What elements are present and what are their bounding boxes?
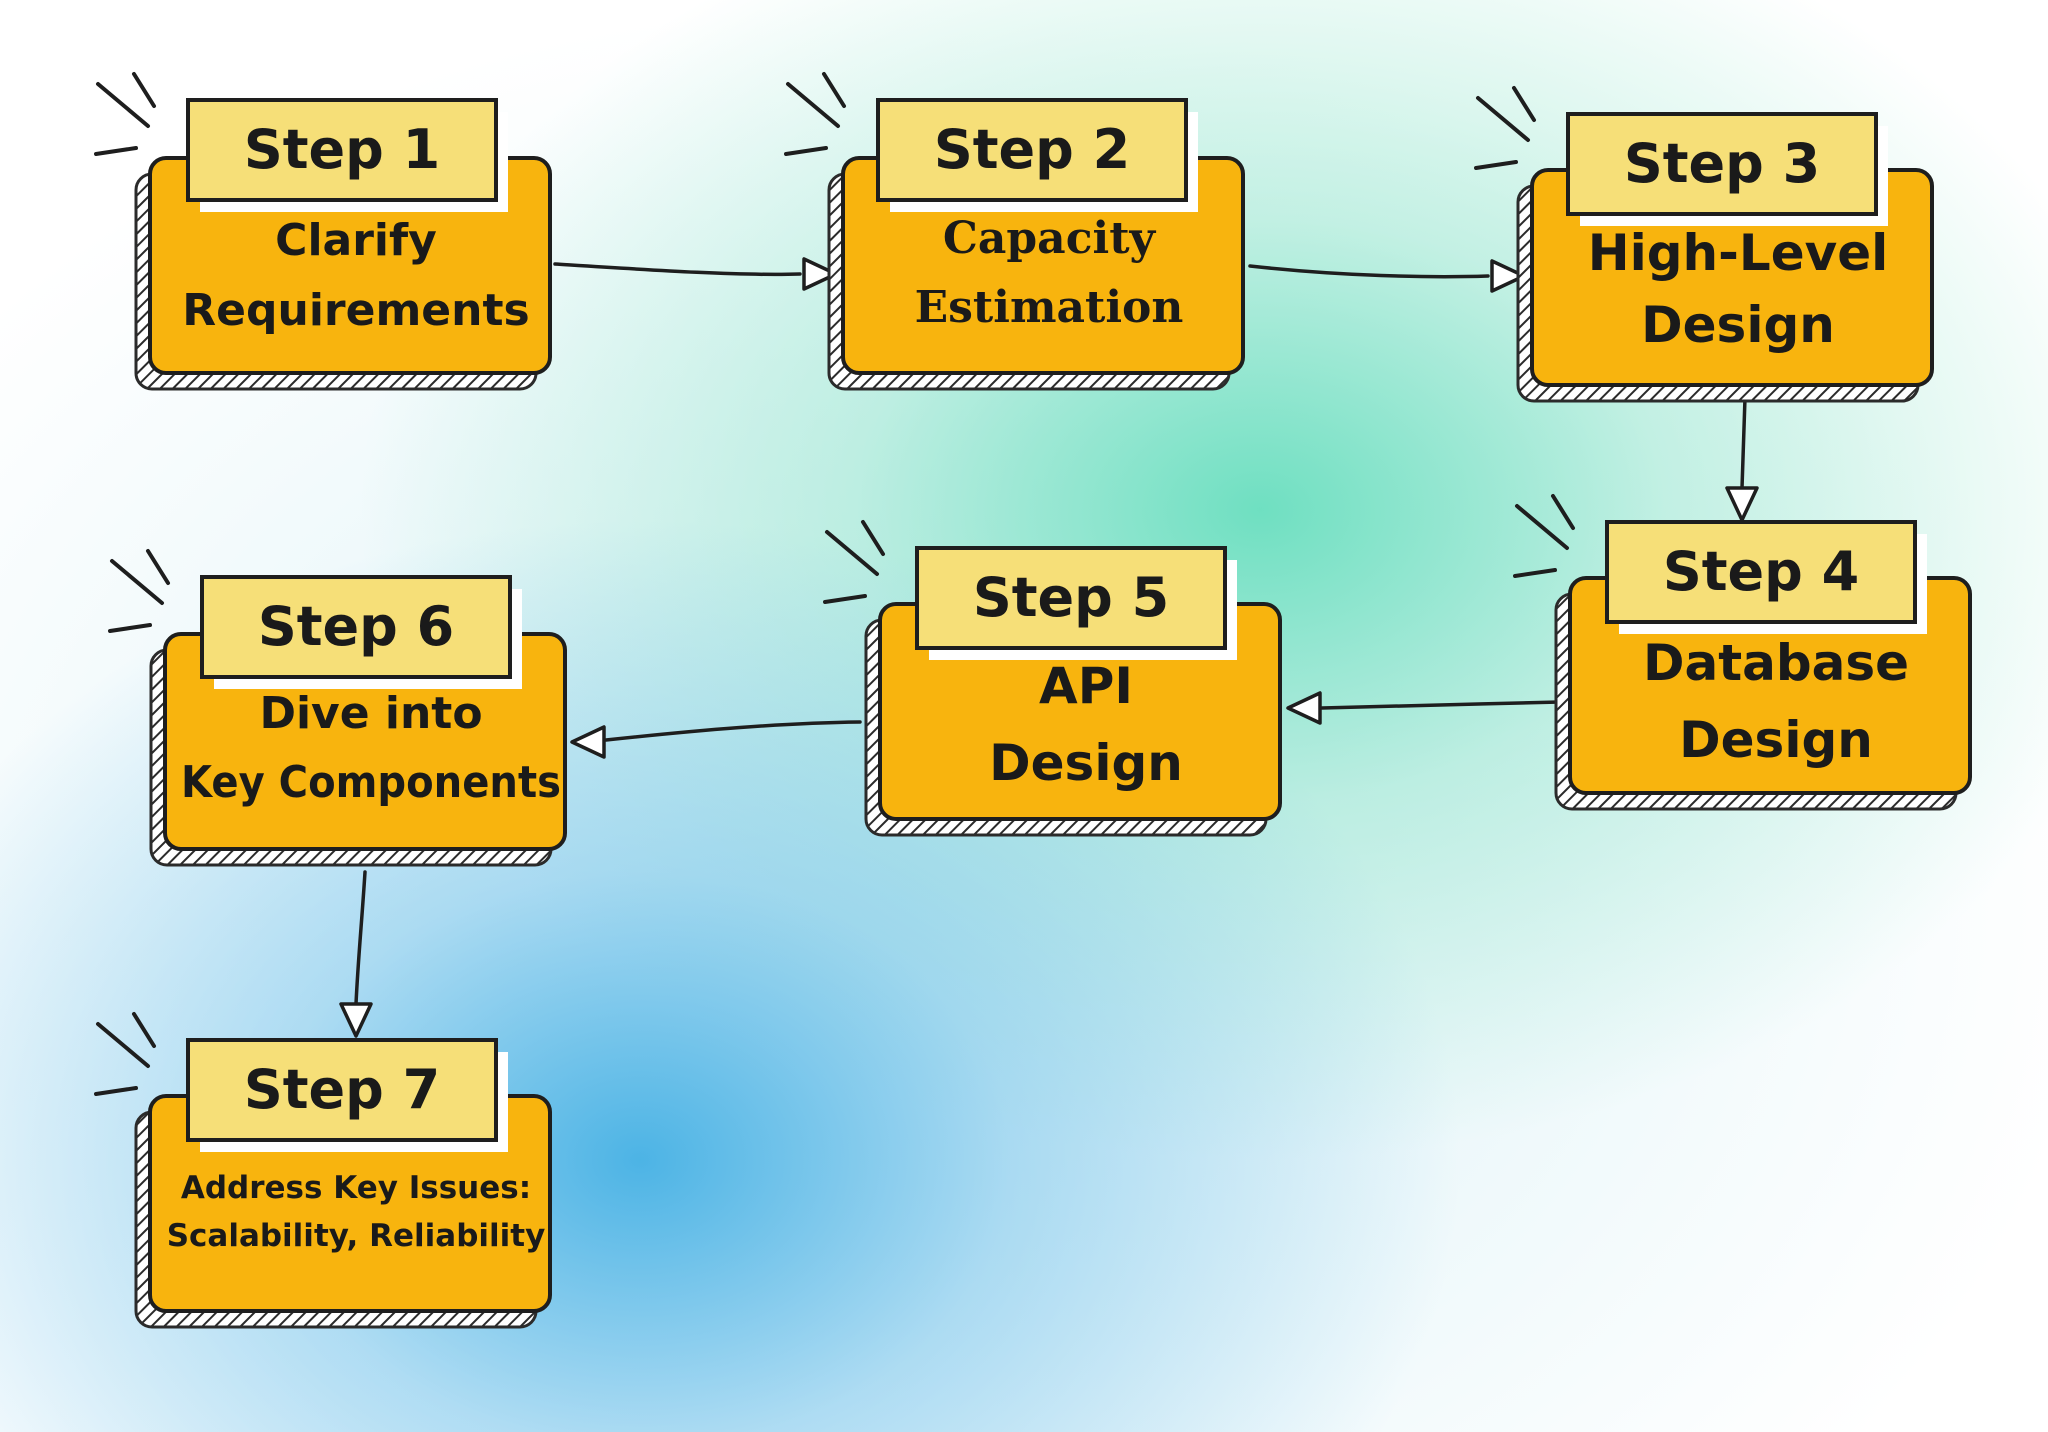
step-label-box	[915, 546, 1227, 650]
step-description-line: High-Level	[1588, 224, 1889, 282]
emphasis-marks-icon	[823, 520, 885, 604]
step-5-node: Step 5 API Design	[823, 520, 1282, 837]
connector-step-2-to-step-3	[1248, 259, 1526, 293]
step-label: Step 1	[244, 118, 440, 181]
arrowhead-icon	[339, 1002, 373, 1038]
step-label: Step 5	[973, 566, 1169, 629]
step-description-line: Design	[1641, 296, 1835, 354]
step-description-line: Scalability, Reliability	[167, 1218, 546, 1254]
step-label: Step 2	[934, 118, 1130, 181]
connector-step-5-to-step-6	[570, 720, 862, 759]
arrowhead-icon	[1725, 486, 1759, 522]
connector-step-3-to-step-4	[1725, 396, 1759, 522]
step-description-line: Capacity	[943, 213, 1157, 264]
arrowhead-icon	[1490, 259, 1526, 293]
arrowhead-icon	[1286, 691, 1322, 725]
connectors-layer	[339, 257, 1759, 1038]
step-label: Step 7	[244, 1058, 440, 1121]
emphasis-marks-icon	[1474, 86, 1536, 170]
step-description-line: Address Key Issues:	[181, 1170, 531, 1206]
step-label: Step 4	[1663, 540, 1859, 603]
step-description-line: Clarify	[275, 215, 437, 266]
connector-step-6-to-step-7	[339, 870, 373, 1038]
step-description-line: API	[1039, 657, 1133, 715]
step-label-box	[200, 575, 512, 679]
connector-line	[1320, 700, 1562, 710]
step-label-box	[876, 98, 1188, 202]
step-description-line: Database	[1643, 634, 1909, 692]
step-label: Step 6	[258, 595, 454, 658]
step-label-box	[186, 1038, 498, 1142]
emphasis-marks-icon	[108, 549, 170, 633]
emphasis-marks-icon	[1513, 494, 1575, 578]
step-description-line: Estimation	[915, 282, 1184, 333]
emphasis-marks-icon	[94, 1012, 156, 1096]
connector-line	[1740, 396, 1747, 490]
connector-line	[553, 262, 802, 277]
emphasis-marks-icon	[94, 72, 156, 156]
step-description-line: Key Components	[181, 757, 561, 808]
step-description-line: Design	[989, 734, 1183, 792]
connector-line	[354, 870, 367, 1006]
step-label-box	[186, 98, 498, 202]
step-7-node: Step 7 Address Key Issues: Scalability, Re…	[94, 1012, 552, 1329]
arrowhead-icon	[802, 257, 838, 291]
step-label-box	[1566, 112, 1878, 216]
connector-line	[604, 720, 862, 742]
step-description-line: Requirements	[182, 285, 529, 336]
step-description-line: Dive into	[259, 688, 482, 739]
connector-step-4-to-step-5	[1286, 691, 1562, 725]
step-label-box	[1605, 520, 1917, 624]
connector-step-1-to-step-2	[553, 257, 838, 291]
arrowhead-icon	[570, 725, 606, 759]
connector-line	[1248, 264, 1490, 279]
step-description-line: Design	[1679, 711, 1873, 769]
step-label: Step 3	[1624, 132, 1820, 195]
emphasis-marks-icon	[784, 72, 846, 156]
